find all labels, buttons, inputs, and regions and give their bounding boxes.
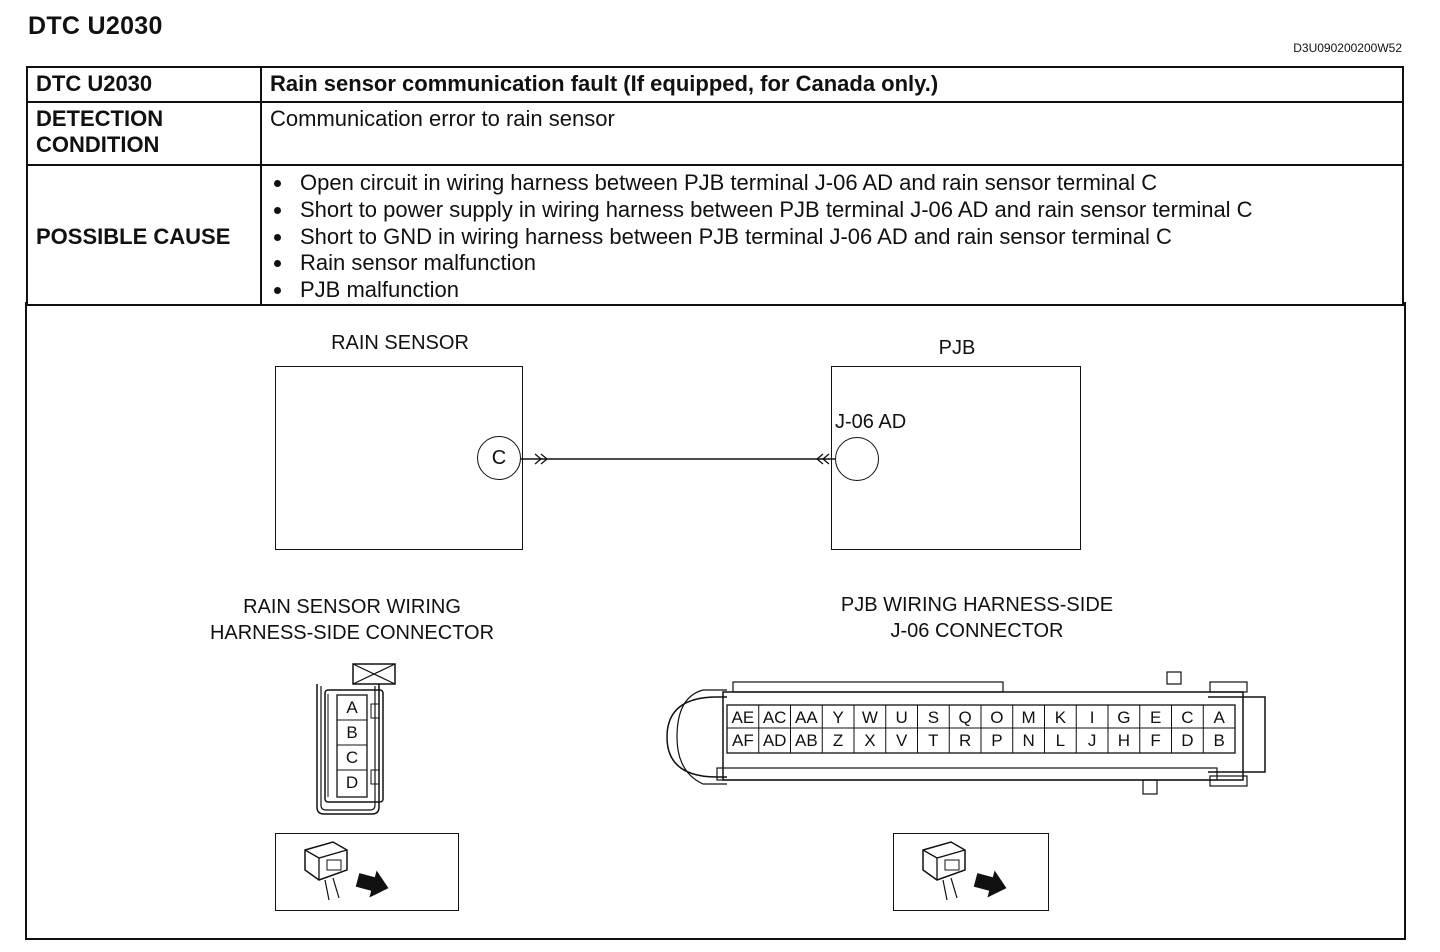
cause-item: Rain sensor malfunction (270, 250, 1402, 277)
pjb-pin-bottom-ab: AB (795, 731, 818, 750)
rain-sensor-box (275, 366, 523, 550)
pjb-connector-title-line2: J-06 CONNECTOR (890, 620, 1064, 642)
wire-end-chevron-right (815, 453, 830, 465)
wire-diagram-svg (521, 453, 835, 465)
connector-view-arrow-icon (922, 841, 1007, 901)
rain-sensor-terminal-c: C (477, 436, 521, 480)
cause-item: PJB malfunction (270, 277, 1402, 304)
pjb-pin-top-q: Q (959, 708, 972, 727)
rain-pin-a: A (346, 698, 358, 717)
pjb-pin-bottom-z: Z (833, 731, 843, 750)
pjb-pin-bottom-j: J (1088, 731, 1097, 750)
dtc-label: DTC U2030 (26, 66, 262, 103)
cause-list: Open circuit in wiring harness between P… (262, 166, 1402, 304)
rain-connector-title-line1: RAIN SENSOR WIRING (243, 596, 461, 618)
detection-row: DETECTION CONDITION Communication error … (26, 101, 1404, 166)
page-title: DTC U2030 (28, 12, 163, 40)
rain-pin-b: B (346, 723, 358, 742)
document-code: D3U090200200W52 (1293, 41, 1402, 55)
pjb-pin-bottom-d: D (1181, 731, 1193, 750)
pjb-pin-bottom-l: L (1056, 731, 1065, 750)
pjb-terminal-label: J-06 AD (835, 411, 907, 433)
dtc-description: Rain sensor communication fault (If equi… (260, 66, 1404, 103)
pjb-pin-bottom-af: AF (732, 731, 754, 750)
pjb-pin-bottom-x: X (864, 731, 875, 750)
detection-label: DETECTION CONDITION (26, 101, 262, 166)
dtc-row: DTC U2030 Rain sensor communication faul… (26, 66, 1404, 103)
pjb-pin-top-o: O (990, 708, 1003, 727)
pjb-pin-top-y: Y (832, 708, 843, 727)
rain-connector-view-frame (275, 833, 459, 911)
pjb-connector-view-frame (893, 833, 1049, 911)
pjb-pin-bottom-v: V (896, 731, 908, 750)
pjb-pin-top-s: S (928, 708, 939, 727)
pjb-pin-top-ae: AE (732, 708, 755, 727)
rain-connector-title-line2: HARNESS-SIDE CONNECTOR (209, 622, 495, 644)
pjb-pin-bottom-f: F (1150, 731, 1160, 750)
pjb-pin-top-e: E (1150, 708, 1161, 727)
cause-item: Open circuit in wiring harness between P… (270, 170, 1402, 197)
detection-value: Communication error to rain sensor (260, 101, 1404, 166)
rain-sensor-title: RAIN SENSOR (331, 332, 469, 354)
rain-pin-c: C (345, 748, 359, 767)
pjb-pin-top-c: C (1181, 708, 1193, 727)
cause-item: Short to power supply in wiring harness … (270, 197, 1402, 224)
cause-label: POSSIBLE CAUSE (26, 164, 262, 306)
pjb-pin-top-w: W (862, 708, 878, 727)
rain-pin-d: D (345, 773, 359, 792)
pjb-box (831, 366, 1081, 550)
wiring-diagram-panel: RAIN SENSOR C PJB J-06 AD RAIN SENSOR WI… (25, 302, 1406, 940)
pjb-pin-bottom-r: R (959, 731, 971, 750)
pjb-pin-top-m: M (1022, 708, 1036, 727)
pjb-pin-bottom-b: B (1213, 731, 1224, 750)
pjb-pin-top-k: K (1055, 708, 1067, 727)
wire-end-chevron-left (534, 453, 549, 465)
pjb-pin-top-i: I (1090, 708, 1095, 727)
pjb-pin-bottom-n: N (1022, 731, 1034, 750)
pjb-terminal-ad (835, 437, 879, 481)
dtc-info-table: DTC U2030 Rain sensor communication faul… (26, 66, 1404, 306)
pjb-connector-title-line1: PJB WIRING HARNESS-SIDE (840, 594, 1114, 616)
pjb-title: PJB (938, 337, 976, 359)
connector-view-arrow-icon (304, 841, 389, 901)
cause-item: Short to GND in wiring harness between P… (270, 224, 1402, 251)
pjb-pin-top-u: U (895, 708, 907, 727)
rain-connector-drawing (316, 663, 396, 815)
pjb-pin-top-g: G (1117, 708, 1130, 727)
cause-list-cell: Open circuit in wiring harness between P… (260, 164, 1404, 306)
pjb-pin-bottom-t: T (928, 731, 938, 750)
cause-row: POSSIBLE CAUSE Open circuit in wiring ha… (26, 164, 1404, 306)
pjb-pin-bottom-h: H (1118, 731, 1130, 750)
pjb-pin-bottom-p: P (991, 731, 1002, 750)
pjb-pin-top-a: A (1213, 708, 1225, 727)
pjb-pin-bottom-ad: AD (763, 731, 787, 750)
pjb-pin-top-ac: AC (763, 708, 787, 727)
pjb-pin-top-aa: AA (795, 708, 818, 727)
